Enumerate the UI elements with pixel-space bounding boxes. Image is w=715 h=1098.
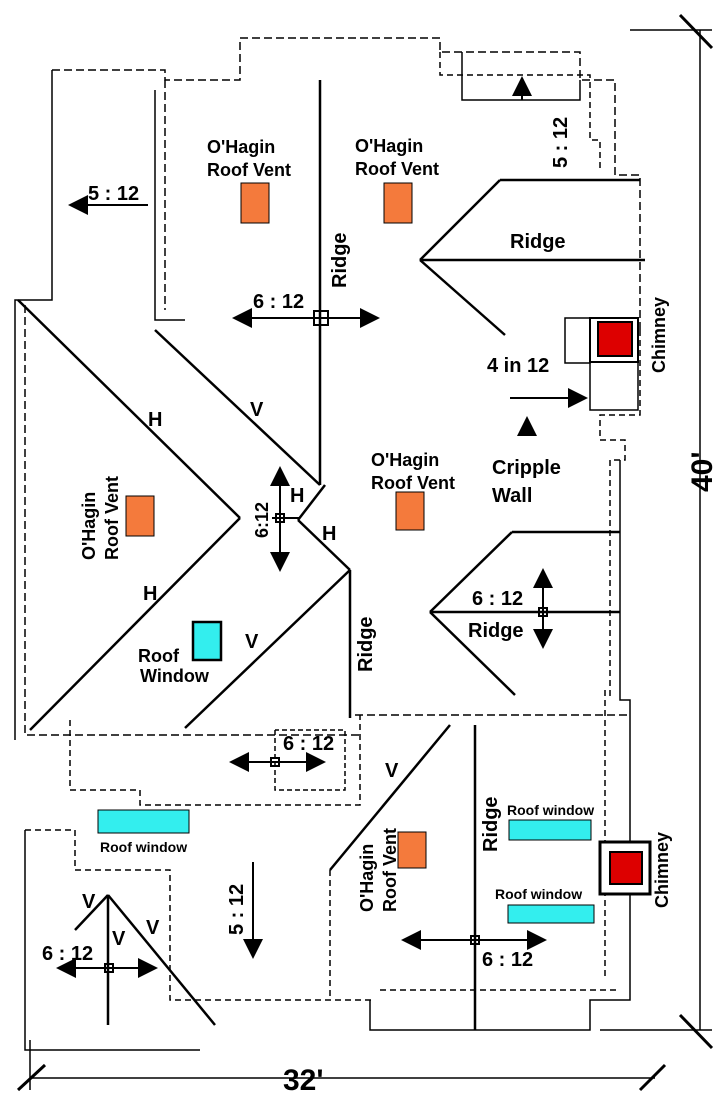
vent-label: O'Hagin [79, 492, 99, 560]
roof-window-label: Window [140, 666, 210, 686]
pitch-label: 6 : 12 [472, 588, 523, 610]
ridge-label: Ridge [480, 796, 502, 852]
vent-label: O'Hagin [355, 136, 423, 156]
vent-center [395, 491, 425, 531]
wall-outlines [14, 37, 641, 1051]
roof-window-label: Roof window [100, 839, 187, 855]
vent-label: Roof Vent [371, 473, 455, 493]
chimney-label: Chimney [649, 297, 669, 373]
pitch-label: 6 : 12 [482, 949, 533, 971]
chimney-bottom [609, 851, 643, 885]
roof-window-bar-r2 [507, 904, 595, 924]
valley-label: V [146, 917, 160, 939]
pitch-label: 5 : 12 [88, 183, 139, 205]
hip-label: H [322, 523, 336, 545]
ridge-label: Ridge [355, 616, 377, 672]
roof-window-label: Roof [138, 646, 180, 666]
vent-top-left [240, 182, 270, 224]
vent-top-mid [383, 182, 413, 224]
labels: O'Hagin Roof Vent O'Hagin Roof Vent O'Ha… [42, 117, 715, 1097]
pitch-label: 6 : 12 [253, 291, 304, 313]
vent-label: Roof Vent [355, 159, 439, 179]
dimension-lines [16, 13, 714, 1092]
pitch-label: 5 : 12 [226, 884, 248, 935]
depth-dimension-label: 40' [686, 451, 715, 492]
roof-window-label: Roof window [507, 802, 594, 818]
pitch-label: 4 in 12 [487, 355, 549, 377]
ridge-label: Ridge [510, 231, 566, 253]
cripple-wall-label: Wall [492, 485, 532, 507]
roof-window-label: Roof window [495, 886, 582, 902]
valley-label: V [250, 399, 264, 421]
roof-windows [97, 620, 595, 924]
pitch-label: 6:12 [252, 502, 272, 538]
valley-label: V [245, 631, 259, 653]
vent-bottom [397, 831, 427, 869]
pitch-label: 5 : 12 [550, 117, 572, 168]
vent-label: O'Hagin [207, 137, 275, 157]
ridge-label: Ridge [468, 620, 524, 642]
chimney-top [597, 321, 633, 357]
roof-window-left [191, 620, 223, 662]
pitch-arrows [56, 76, 588, 978]
hip-label: H [148, 409, 162, 431]
roof-window-bar-r1 [508, 819, 592, 841]
vent-label: O'Hagin [357, 844, 377, 912]
vent-label: Roof Vent [207, 160, 291, 180]
valley-label: V [385, 760, 399, 782]
vent-left [125, 495, 155, 537]
pitch-label: 6 : 12 [283, 733, 334, 755]
chimneys [564, 317, 652, 896]
roof-vents [125, 182, 427, 869]
hip-label: H [290, 485, 304, 507]
vent-label: Roof Vent [380, 828, 400, 912]
ridge-label: Ridge [329, 232, 351, 288]
pitch-label: 6 : 12 [42, 943, 93, 965]
chimney-label: Chimney [652, 832, 672, 908]
roof-lines [17, 80, 645, 1030]
vent-label: O'Hagin [371, 450, 439, 470]
hip-label: H [143, 583, 157, 605]
valley-label: V [112, 928, 126, 950]
vent-label: Roof Vent [102, 476, 122, 560]
roof-window-bar-left [97, 809, 190, 834]
width-dimension-label: 32' [283, 1064, 324, 1097]
cripple-wall-label: Cripple [492, 457, 561, 479]
valley-label: V [82, 891, 96, 913]
